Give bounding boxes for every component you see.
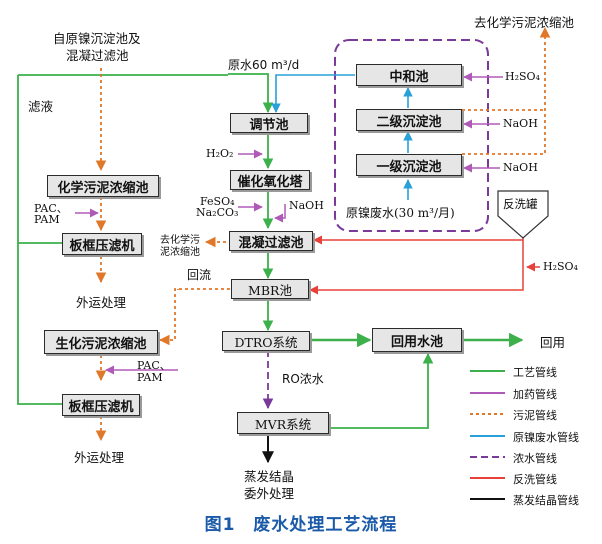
reuse-tank-box: 回用水池 <box>372 328 462 352</box>
legend-lines <box>470 370 505 500</box>
filter-press-top-box: 板框压滤机 <box>62 233 142 255</box>
to-chem-sludge-mid-line1: 去化学污 <box>160 235 200 246</box>
legend-raw-nickel: 原镍废水管线 <box>513 431 579 444</box>
feso4-label: FeSO₄ <box>200 195 235 208</box>
h2o2-label: H₂O₂ <box>206 147 234 160</box>
naoh-tower-label: NaOH <box>289 199 324 212</box>
backwash-lines <box>309 235 540 295</box>
adjust-tank-box: 调节池 <box>230 113 308 133</box>
pac-bottom-label: PAC、 <box>137 359 171 372</box>
dtro-system-box: DTRO系统 <box>222 331 310 351</box>
naoh-primary-label: NaOH <box>503 161 538 174</box>
evap-label-line2: 委外处理 <box>244 486 295 501</box>
filter-press-bottom-box: 板框压滤机 <box>62 394 140 416</box>
filtrate-label: 滤液 <box>28 99 54 114</box>
dosing-lines <box>75 72 503 375</box>
raw-water-label: 原水60 m³/d <box>228 58 300 72</box>
to-chem-sludge-top-label: 去化学污泥浓缩池 <box>474 15 575 30</box>
pam-top-label: PAM <box>34 213 60 226</box>
mvr-system-box: MVR系统 <box>237 412 329 434</box>
evap-label-line1: 蒸发结晶 <box>244 469 295 484</box>
pam-bottom-label: PAM <box>137 371 163 384</box>
catalytic-tower-box: 催化氧化塔 <box>230 170 310 190</box>
external-disposal-bottom-label: 外运处理 <box>74 450 125 465</box>
primary-settler-box: 一级沉淀池 <box>356 154 462 176</box>
bio-sludge-thickener-box: 生化污泥浓缩池 <box>44 330 158 354</box>
raw-nickel-wastewater-label: 原镍废水(30 m³/月) <box>346 206 455 220</box>
process-lines <box>17 73 524 429</box>
external-disposal-top-label: 外运处理 <box>76 295 127 310</box>
to-chem-sludge-mid-line2: 泥浓缩池 <box>160 247 200 258</box>
legend-dosing: 加药管线 <box>513 388 557 401</box>
legend-concentrate: 浓水管线 <box>513 452 557 465</box>
reuse-label: 回用 <box>540 335 566 350</box>
backwash-tank-label: 反洗罐 <box>503 197 538 211</box>
source-label-line2: 混凝过滤池 <box>66 48 129 63</box>
backwash-tank-shape <box>497 190 549 239</box>
chem-sludge-thickener-box: 化学污泥浓缩池 <box>47 175 159 197</box>
legend-sludge: 污泥管线 <box>513 409 557 422</box>
na2co3-label: Na₂CO₃ <box>196 206 239 219</box>
legend-process: 工艺管线 <box>513 366 557 379</box>
figure-caption: 图1 废水处理工艺流程 <box>204 515 398 535</box>
sludge-lines <box>95 26 551 442</box>
naoh-secondary-label: NaOH <box>503 117 538 130</box>
legend-backwash: 反洗管线 <box>513 473 557 486</box>
raw-nickel-lines <box>271 74 413 200</box>
secondary-settler-box: 二级沉淀池 <box>356 109 462 131</box>
legend-evaporation: 蒸发结晶管线 <box>513 494 579 507</box>
neutral-tank-box: 中和池 <box>356 64 462 86</box>
h2so4-backwash-label: H₂SO₄ <box>543 260 578 273</box>
mbr-tank-box: MBR池 <box>231 279 309 299</box>
coag-filter-tank-box: 混凝过滤池 <box>229 231 313 251</box>
return-flow-label: 回流 <box>187 268 212 282</box>
source-label-line1: 自原镍沉淀池及 <box>53 31 141 46</box>
pac-top-label: PAC、 <box>34 202 68 215</box>
ro-concentrate-label: RO浓水 <box>282 372 324 386</box>
h2so4-neutral-label: H₂SO₄ <box>505 70 540 83</box>
raw-nickel-enclosure <box>334 39 489 232</box>
